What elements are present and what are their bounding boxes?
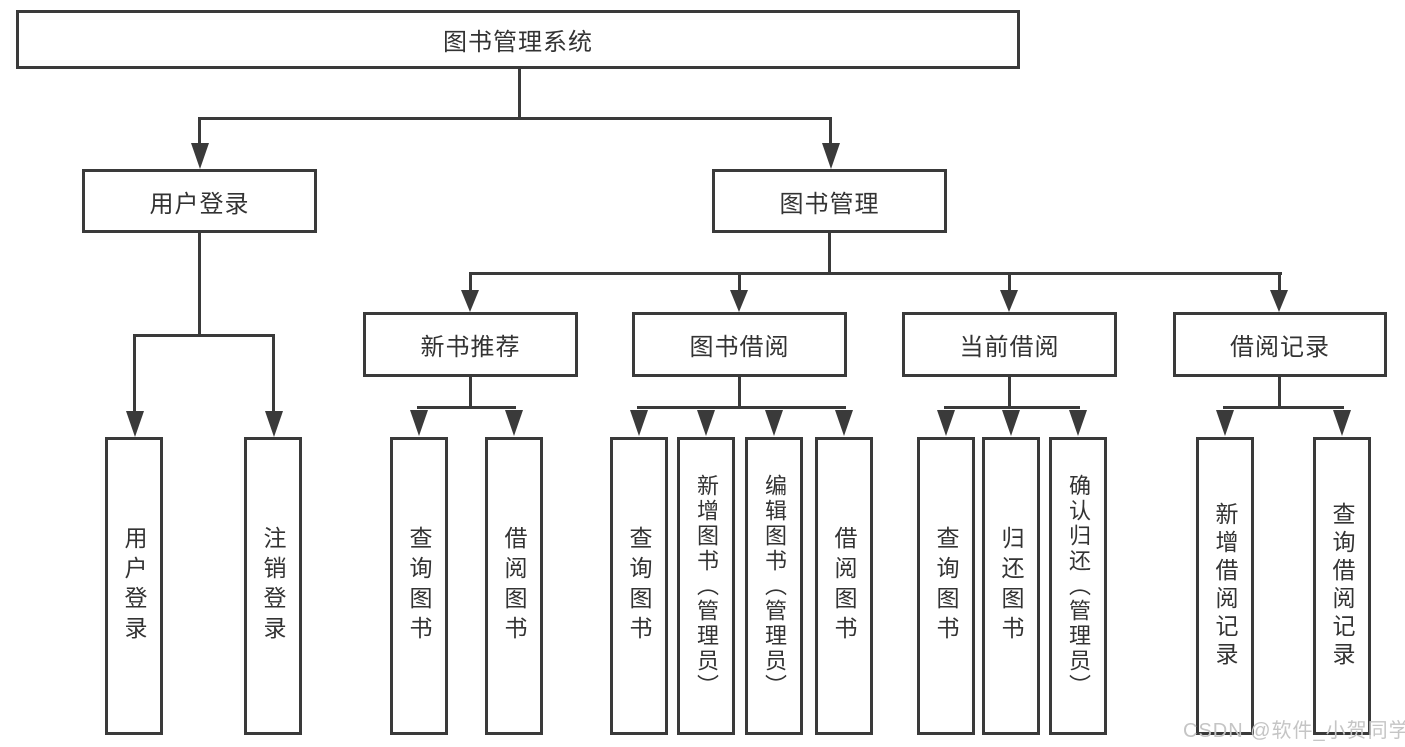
arrowhead-rec-borrow: [505, 410, 523, 436]
connector-root-stem: [518, 68, 521, 120]
node-book-management: 图书管理: [712, 169, 947, 233]
leaf-bb-borrow-books: 借阅图书: [815, 437, 873, 735]
leaf-bb-add-books-admin: 新增图书（管理员）: [677, 437, 735, 735]
arrowhead-bb-query: [630, 410, 648, 436]
connector-borrow-records-drop: [1278, 275, 1281, 290]
connector-book-mgmt-stem: [828, 233, 831, 275]
leaf-br-query-record: 查询借阅记录: [1313, 437, 1371, 735]
node-current-borrow: 当前借阅: [902, 312, 1117, 377]
arrowhead-br-add: [1216, 410, 1234, 436]
leaf-rec-query-books: 查询图书: [390, 437, 448, 735]
arrowhead-bb-edit: [765, 410, 783, 436]
connector-leaf-user-login-drop: [133, 337, 136, 411]
connector-current-borrow-drop: [1008, 275, 1011, 290]
connector-user-stem: [198, 233, 201, 336]
leaf-bb-edit-books-admin: 编辑图书（管理员）: [745, 437, 803, 735]
arrowhead-rec-query: [410, 410, 428, 436]
arrowhead-book-borrow: [730, 290, 748, 312]
csdn-watermark: CSDN @软件_小贺同学: [1183, 720, 1405, 742]
connector-level2-rail: [198, 117, 832, 120]
leaf-cb-confirm-return-admin: 确认归还（管理员）: [1049, 437, 1107, 735]
node-book-borrow: 图书借阅: [632, 312, 847, 377]
connector-leaf-logout-drop: [272, 337, 275, 411]
connector-book-borrow-drop: [738, 275, 741, 290]
connector-bb-stem: [738, 377, 741, 409]
arrowhead-book-mgmt: [822, 143, 840, 169]
arrowhead-borrow-records: [1270, 290, 1288, 312]
leaf-user-login: 用户登录: [105, 437, 163, 735]
arrowhead-user-login: [191, 143, 209, 169]
leaf-cb-return-books: 归还图书: [982, 437, 1040, 735]
connector-user-rail: [133, 334, 275, 337]
node-user-login: 用户登录: [82, 169, 317, 233]
connector-br-stem: [1278, 377, 1281, 409]
arrowhead-cb-confirm: [1069, 410, 1087, 436]
leaf-logout: 注销登录: [244, 437, 302, 735]
connector-level3-rail: [469, 272, 1282, 275]
leaf-rec-borrow-books: 借阅图书: [485, 437, 543, 735]
leaf-cb-query-books: 查询图书: [917, 437, 975, 735]
connector-book-mgmt-drop: [829, 120, 832, 143]
connector-new-book-rec-drop: [469, 275, 472, 290]
arrowhead-bb-add: [697, 410, 715, 436]
arrowhead-cb-return: [1002, 410, 1020, 436]
connector-cb-stem: [1008, 377, 1011, 409]
connector-rec-stem: [469, 377, 472, 409]
leaf-bb-query-books: 查询图书: [610, 437, 668, 735]
connector-br-rail: [1223, 406, 1344, 409]
arrowhead-leaf-logout: [265, 411, 283, 437]
connector-bb-rail: [637, 406, 846, 409]
arrowhead-new-book-rec: [461, 290, 479, 312]
connector-user-login-drop: [198, 120, 201, 143]
arrowhead-current-borrow: [1000, 290, 1018, 312]
node-new-book-recommend: 新书推荐: [363, 312, 578, 377]
arrowhead-bb-borrow: [835, 410, 853, 436]
leaf-br-add-record: 新增借阅记录: [1196, 437, 1254, 735]
arrowhead-leaf-user-login: [126, 411, 144, 437]
node-root-system: 图书管理系统: [16, 10, 1020, 69]
arrowhead-cb-query: [937, 410, 955, 436]
connector-rec-rail: [417, 406, 516, 409]
arrowhead-br-query: [1333, 410, 1351, 436]
node-borrow-records: 借阅记录: [1173, 312, 1387, 377]
connector-cb-rail: [944, 406, 1080, 409]
